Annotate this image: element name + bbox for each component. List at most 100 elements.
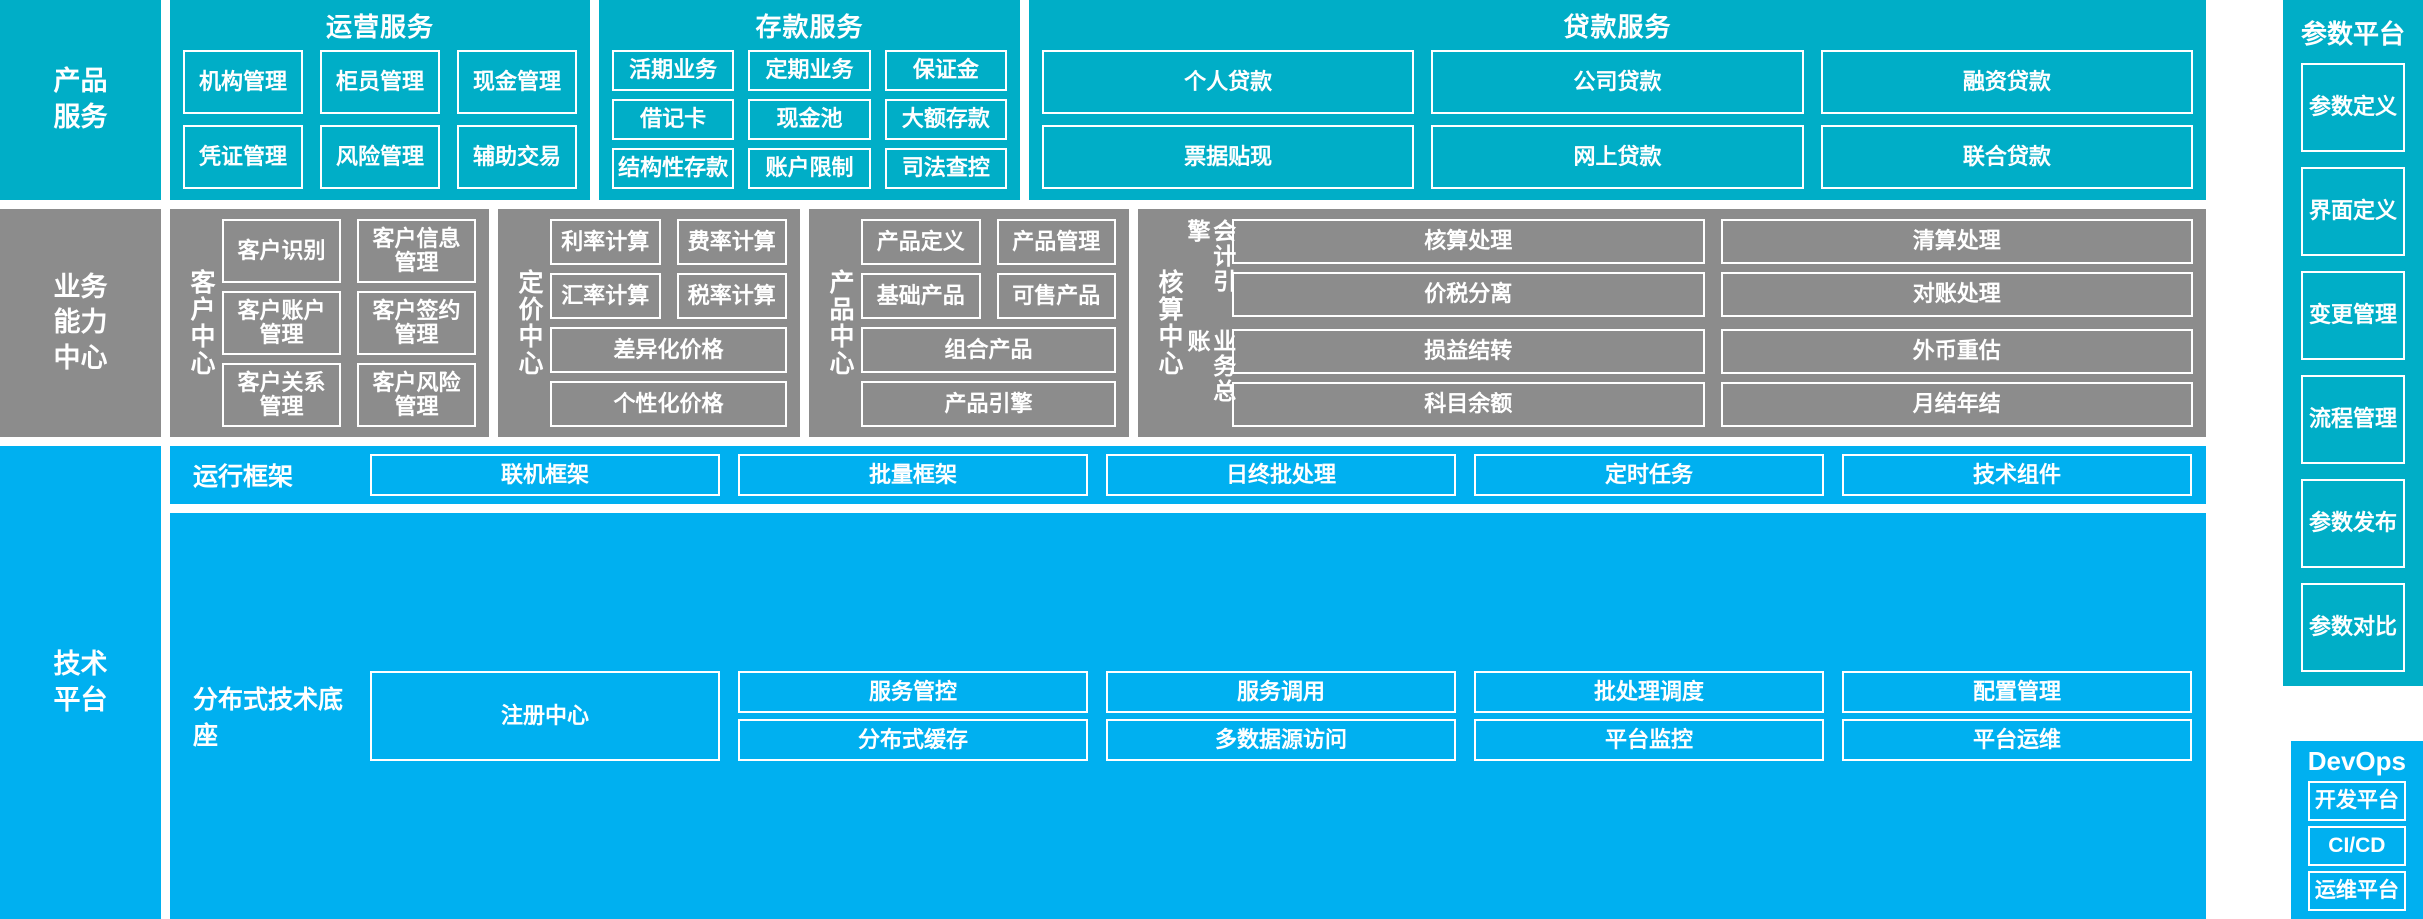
- capability-item[interactable]: 产品定义: [861, 219, 981, 265]
- tech-item[interactable]: 批处理调度: [1474, 670, 1824, 714]
- group-label-business-ledger: 业务总账: [1184, 329, 1236, 404]
- tech-item[interactable]: 服务调用: [1106, 670, 1456, 714]
- tech-item[interactable]: 平台监控: [1474, 719, 1824, 762]
- capability-item[interactable]: 客户账户管理: [222, 291, 341, 355]
- capability-item[interactable]: 损益结转: [1232, 329, 1705, 374]
- capability-item[interactable]: 产品引擎: [861, 381, 1116, 427]
- tech-item[interactable]: 联机框架: [370, 454, 720, 497]
- capability-item[interactable]: 个性化价格: [550, 381, 787, 427]
- tech-column: 服务管控 分布式缓存: [738, 670, 1088, 762]
- tech-item[interactable]: 服务管控: [738, 670, 1088, 714]
- capability-item[interactable]: 月结年结: [1720, 382, 2193, 427]
- service-item[interactable]: 公司贷款: [1431, 50, 1804, 114]
- capability-item[interactable]: 客户签约管理: [357, 291, 476, 355]
- tech-item[interactable]: 注册中心: [370, 670, 720, 762]
- capability-item[interactable]: 可售产品: [996, 273, 1116, 319]
- distributed-foundation-cells: 注册中心 服务管控 分布式缓存 服务调用 多数据源访问 批处理调度 平台监控: [370, 670, 2192, 762]
- tech-item[interactable]: 平台运维: [1842, 719, 2192, 762]
- tech-item[interactable]: 技术组件: [1842, 454, 2192, 497]
- tech-item[interactable]: 批量框架: [738, 454, 1088, 497]
- devops-list: 开发平台 CI/CD 运维平台: [2307, 781, 2406, 911]
- service-item[interactable]: 定期业务: [748, 50, 871, 91]
- service-item[interactable]: 司法查控: [884, 148, 1007, 189]
- capability-item[interactable]: 价税分离: [1232, 272, 1705, 317]
- tech-column: 技术组件: [1842, 454, 2192, 497]
- tech-item[interactable]: 配置管理: [1842, 670, 2192, 714]
- band-runtime-framework: 运行框架 联机框架 批量框架 日终批处理 定时任务 技术组件: [170, 446, 2206, 505]
- accounting-group-engine: 会计引擎 核算处理 清算处理 价税分离 对账处理: [1184, 219, 2193, 317]
- service-item[interactable]: 现金池: [748, 99, 871, 140]
- capability-item[interactable]: 清算处理: [1720, 219, 2193, 264]
- capability-item[interactable]: 利率计算: [550, 219, 661, 265]
- service-item[interactable]: 融资贷款: [1820, 50, 2193, 114]
- capability-item[interactable]: 汇率计算: [550, 273, 661, 319]
- service-item[interactable]: 现金管理: [457, 50, 577, 114]
- service-item[interactable]: 票据贴现: [1042, 125, 1415, 189]
- parameter-item[interactable]: 变更管理: [2300, 271, 2405, 360]
- business-ledger-grid: 损益结转 外币重估 科目余额 月结年结: [1232, 329, 2193, 427]
- capability-item[interactable]: 基础产品: [861, 273, 981, 319]
- parameter-item[interactable]: 界面定义: [2300, 167, 2405, 256]
- tech-column: 注册中心: [370, 670, 720, 762]
- panel-title-devops: DevOps: [2307, 746, 2406, 776]
- runtime-framework-cells: 联机框架 批量框架 日终批处理 定时任务 技术组件: [370, 454, 2192, 497]
- capability-item[interactable]: 对账处理: [1720, 272, 2193, 317]
- loan-services-grid: 个人贷款 公司贷款 融资贷款 票据贴现 网上贷款 联合贷款: [1042, 50, 2193, 189]
- parameter-platform-list: 参数定义 界面定义 变更管理 流程管理 参数发布 参数对比: [2300, 63, 2405, 672]
- service-item[interactable]: 柜员管理: [320, 50, 440, 114]
- capability-item[interactable]: 客户信息管理: [357, 219, 476, 283]
- service-item[interactable]: 网上贷款: [1431, 125, 1804, 189]
- center-row: 组合产品: [861, 327, 1116, 373]
- tech-column: 服务调用 多数据源访问: [1106, 670, 1456, 762]
- capability-item[interactable]: 费率计算: [676, 219, 787, 265]
- center-row: 价税分离 对账处理: [1232, 272, 2193, 317]
- devops-item[interactable]: CI/CD: [2307, 826, 2406, 866]
- center-row: 核算处理 清算处理: [1232, 219, 2193, 264]
- panel-loan-services: 贷款服务 个人贷款 公司贷款 融资贷款 票据贴现 网上贷款 联合贷款: [1029, 0, 2206, 200]
- service-item[interactable]: 账户限制: [748, 148, 871, 189]
- right-platform-column: 参数平台 参数定义 界面定义 变更管理 流程管理 参数发布 参数对比: [2282, 0, 2423, 686]
- service-item[interactable]: 辅助交易: [457, 125, 577, 189]
- tech-item[interactable]: 日终批处理: [1106, 454, 1456, 497]
- parameter-item[interactable]: 参数定义: [2300, 63, 2405, 152]
- devops-item[interactable]: 运维平台: [2307, 871, 2406, 911]
- capability-item[interactable]: 产品管理: [996, 219, 1116, 265]
- panel-operation-services: 运营服务 机构管理 柜员管理 现金管理 凭证管理 风险管理 辅助交易: [170, 0, 590, 200]
- center-row: 基础产品 可售产品: [861, 273, 1116, 319]
- center-label-pricing: 定价中心: [515, 269, 543, 377]
- tech-item[interactable]: 定时任务: [1474, 454, 1824, 497]
- service-item[interactable]: 活期业务: [612, 50, 735, 91]
- tech-item[interactable]: 分布式缓存: [738, 719, 1088, 762]
- service-item[interactable]: 个人贷款: [1042, 50, 1415, 114]
- capability-item[interactable]: 税率计算: [676, 273, 787, 319]
- capability-item[interactable]: 客户关系管理: [222, 363, 341, 427]
- deposit-services-grid: 活期业务 定期业务 保证金 借记卡 现金池 大额存款 结构性存款 账户限制 司法…: [612, 50, 1007, 189]
- capability-centers: 客户中心 客户识别 客户信息管理 客户账户管理 客户签约管理 客户关系管理 客户…: [170, 209, 2206, 437]
- service-item[interactable]: 机构管理: [183, 50, 303, 114]
- capability-item[interactable]: 客户识别: [222, 219, 341, 283]
- parameter-item[interactable]: 流程管理: [2300, 375, 2405, 464]
- capability-item[interactable]: 外币重估: [1720, 329, 2193, 374]
- service-item[interactable]: 联合贷款: [1820, 125, 2193, 189]
- service-item[interactable]: 大额存款: [884, 99, 1007, 140]
- service-item[interactable]: 借记卡: [612, 99, 735, 140]
- tech-item[interactable]: 多数据源访问: [1106, 719, 1456, 762]
- capability-item[interactable]: 客户风险管理: [357, 363, 476, 427]
- capability-item[interactable]: 科目余额: [1232, 382, 1705, 427]
- service-item[interactable]: 结构性存款: [612, 148, 735, 189]
- center-row: 损益结转 外币重估: [1232, 329, 2193, 374]
- panel-title-operation-services: 运营服务: [325, 12, 434, 42]
- service-item[interactable]: 凭证管理: [183, 125, 303, 189]
- capability-item[interactable]: 组合产品: [861, 327, 1116, 373]
- devops-column: DevOps 开发平台 CI/CD 运维平台: [2290, 741, 2423, 919]
- capability-item[interactable]: 差异化价格: [550, 327, 787, 373]
- service-item[interactable]: 保证金: [884, 50, 1007, 91]
- devops-item[interactable]: 开发平台: [2307, 781, 2406, 821]
- service-item[interactable]: 风险管理: [320, 125, 440, 189]
- tech-column: 批处理调度 平台监控: [1474, 670, 1824, 762]
- parameter-item[interactable]: 参数发布: [2300, 479, 2405, 568]
- capability-item[interactable]: 核算处理: [1232, 219, 1705, 264]
- parameter-item[interactable]: 参数对比: [2300, 583, 2405, 672]
- tech-column: 配置管理 平台运维: [1842, 670, 2192, 762]
